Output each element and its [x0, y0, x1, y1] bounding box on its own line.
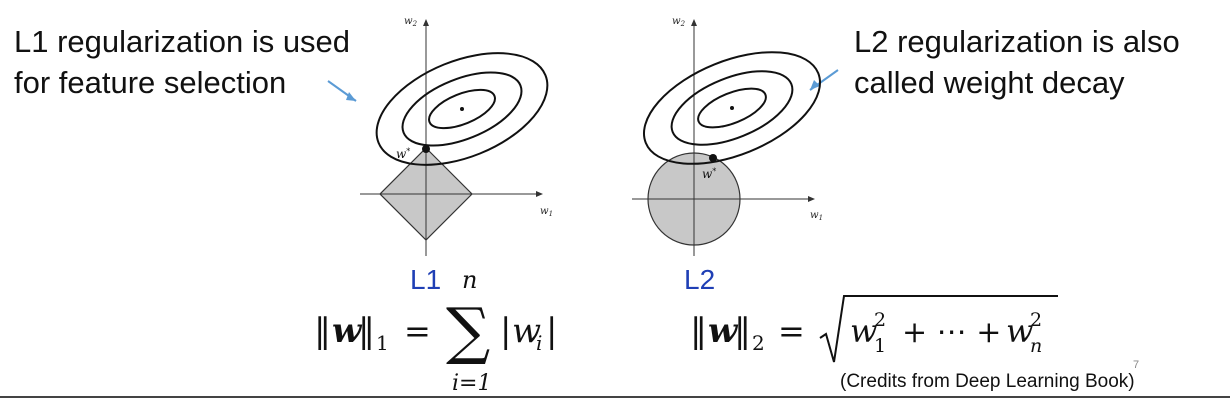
- page-number: 7: [1133, 359, 1140, 371]
- l1-label: L1: [410, 264, 442, 295]
- sum-symbol: ∑: [446, 294, 490, 367]
- l1-optimum-dot: [460, 107, 464, 111]
- l1-w1-label: w1: [540, 206, 553, 218]
- svg-text:‖: ‖: [314, 311, 331, 351]
- l1-term-sub: i: [536, 331, 542, 355]
- credits: (Credits from Deep Learning Book): [840, 371, 1135, 392]
- l1-term-w: w: [512, 311, 541, 351]
- svg-text:‖: ‖: [734, 311, 751, 351]
- l1-eq: =: [404, 312, 431, 350]
- l2-w2-label: w2: [672, 16, 686, 28]
- l2-lhs-w: w: [708, 311, 739, 351]
- l2-eq: =: [778, 312, 805, 350]
- l1-wstar-point: [422, 145, 430, 153]
- l2-diagram: w* w2 w1: [632, 16, 823, 256]
- l1-lhs-sub: 1: [376, 331, 389, 355]
- l2-t1: w: [850, 312, 877, 350]
- bottom-divider: [0, 396, 1230, 398]
- l1-contours: [375, 52, 549, 166]
- l2-lhs-sub: 2: [752, 331, 765, 355]
- svg-text:|: |: [546, 311, 557, 351]
- l2-arrow: [809, 69, 839, 91]
- l1-wstar-label: w*: [396, 147, 410, 162]
- svg-text:|: |: [500, 311, 511, 351]
- l2-caption-line-1: L2 regularization is also: [854, 24, 1180, 59]
- l2-optimum-dot: [730, 106, 734, 110]
- l1-lhs-w: w: [332, 311, 363, 351]
- l2-caption: L2 regularization is also called weight …: [854, 21, 1180, 103]
- l2-label: L2: [684, 264, 716, 295]
- l2-tn-sup: 2: [1030, 309, 1042, 331]
- l1-caption-line-1: L1 regularization is used: [14, 24, 351, 59]
- svg-text:‖: ‖: [358, 311, 375, 351]
- l2-tn: w: [1006, 312, 1033, 350]
- sum-lower: i=1: [452, 371, 491, 396]
- l1-w2-label: w2: [404, 16, 418, 28]
- l1-caption: L1 regularization is used for feature se…: [14, 21, 350, 103]
- l1-diagram: w* w2 w1: [360, 16, 553, 256]
- l1-norm-formula: ‖ w ‖ 1 = n ∑ i=1 | w i |: [314, 266, 557, 396]
- l2-wstar-point: [709, 154, 717, 162]
- l2-tn-sub: n: [1030, 335, 1042, 357]
- l2-norm-formula: ‖ w ‖ 2 = w 2 1 + ⋯ + w 2 n: [690, 295, 1058, 363]
- sqrt-symbol: [819, 295, 1058, 363]
- l2-w1-label: w1: [810, 210, 823, 222]
- l2-t1-sub: 1: [874, 335, 886, 357]
- svg-text:‖: ‖: [690, 311, 707, 351]
- l2-caption-line-2: called weight decay: [854, 65, 1125, 100]
- l1-arrow: [327, 80, 357, 102]
- l2-plus: + ⋯ +: [902, 315, 1001, 350]
- l2-t1-sup: 2: [874, 309, 886, 331]
- l1-caption-line-2: for feature selection: [14, 65, 287, 100]
- sum-upper: n: [462, 266, 477, 294]
